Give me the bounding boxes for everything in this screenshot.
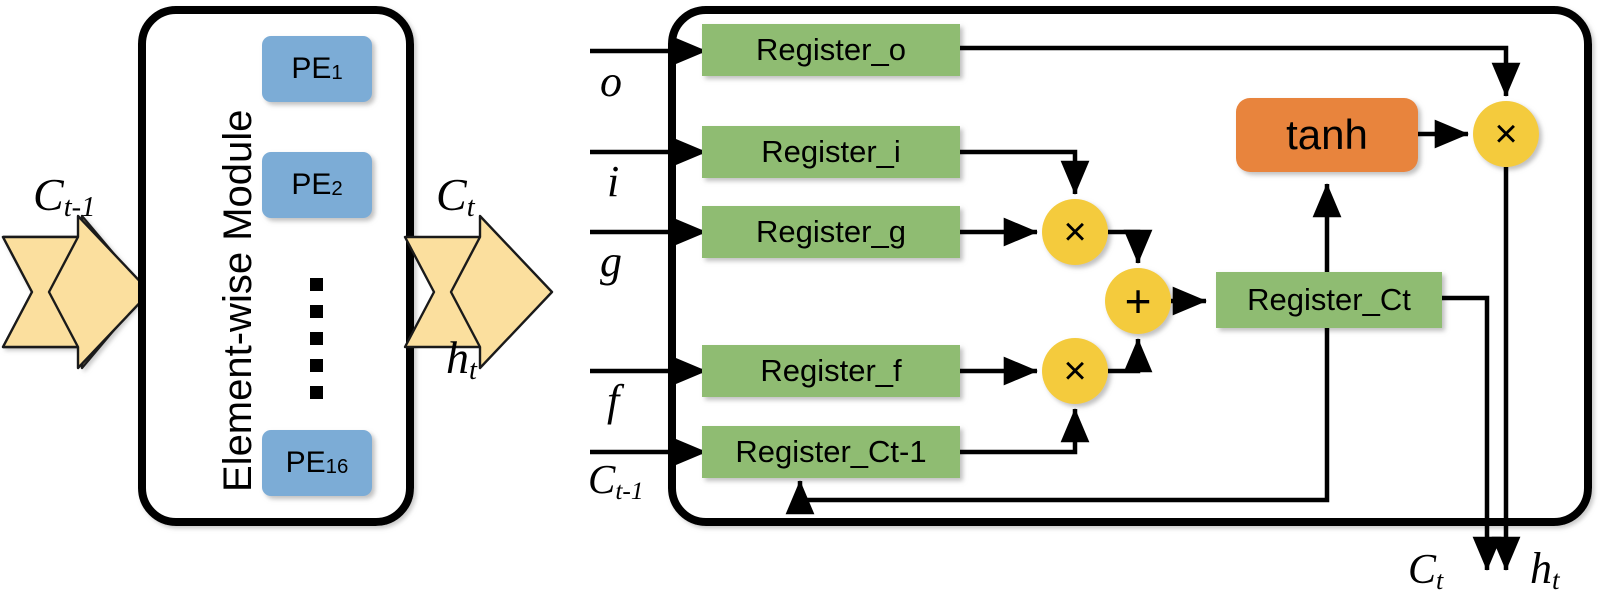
wire-rego-to-mulout [960, 45, 1521, 97]
multiply-out-circle [1473, 101, 1539, 167]
left-output-label-ht: ht [446, 332, 477, 386]
output-label-ct-base: C [1408, 547, 1437, 593]
left-output-ht-sub: t [469, 355, 477, 387]
wire-regctm1-to-mulfc [960, 408, 1090, 455]
pe-block-1 [262, 36, 372, 102]
tanh-box [1236, 98, 1418, 172]
wire-mulig-to-add [1108, 229, 1153, 264]
input-label-ctm1: Ct-1 [588, 456, 644, 504]
wire-regct-feedback [785, 328, 1330, 515]
right-datapath-group [590, 6, 1592, 571]
register-f-box [702, 345, 960, 397]
input-label-ctm1-sub: t-1 [615, 476, 644, 505]
left-input-label-base: C [33, 169, 64, 220]
left-output-label-ct: Ct [436, 169, 475, 223]
wire-regct-out-ct [1442, 295, 1502, 571]
left-output-label-base: C [436, 169, 467, 220]
input-label-o: o [600, 60, 622, 104]
multiply-fc-circle [1042, 338, 1108, 404]
element-wise-module-title: Element-wise Module [216, 109, 260, 492]
element-wise-module-box [138, 6, 414, 526]
left-output-label-sub: t [466, 192, 475, 224]
left-output-ht-base: h [446, 332, 469, 383]
input-label-g: g [600, 240, 622, 284]
multiply-ig-circle [1042, 199, 1108, 265]
output-label-ct: Ct [1408, 547, 1443, 593]
input-label-i: i [607, 160, 619, 204]
input-label-f: f [607, 379, 619, 423]
input-label-o-base: o [600, 57, 622, 106]
output-flow-arrow-head [449, 214, 554, 370]
left-module-group [1, 6, 554, 526]
output-label-ht: ht [1530, 544, 1560, 594]
wire-mulfc-to-add [1108, 338, 1153, 374]
input-label-ctm1-base: C [588, 456, 616, 502]
input-label-g-base: g [600, 237, 622, 286]
register-ctm1-box [702, 426, 960, 478]
output-label-ht-base: h [1530, 544, 1552, 593]
wire-regi-to-mulig [960, 149, 1090, 195]
register-i-box [702, 126, 960, 178]
left-input-label-sub: t-1 [63, 192, 96, 224]
register-ct-box [1216, 272, 1442, 328]
left-input-label-ct-1: Ct-1 [33, 169, 95, 223]
add-ct-circle [1105, 268, 1171, 334]
output-label-ct-sub: t [1436, 565, 1444, 595]
register-o-box [702, 24, 960, 76]
register-g-box [702, 206, 960, 258]
output-label-ht-sub: t [1552, 565, 1560, 595]
pe-block-16 [262, 430, 372, 496]
pe-ellipsis-dots [310, 278, 323, 399]
pe-block-2 [262, 152, 372, 218]
input-label-i-base: i [607, 157, 620, 206]
input-label-f-base: f [607, 376, 620, 425]
